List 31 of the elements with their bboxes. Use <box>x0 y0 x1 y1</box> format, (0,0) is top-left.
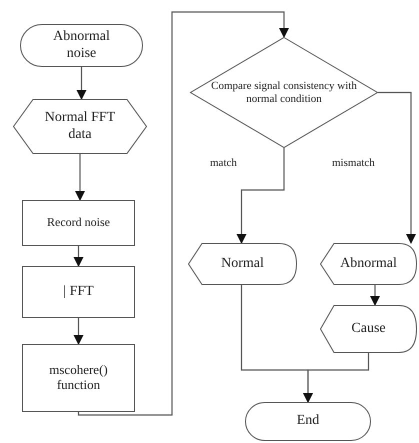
terminal-shape <box>245 402 371 441</box>
process-box <box>22 266 135 318</box>
decision-diamond <box>190 37 378 148</box>
node-label: Record noise <box>47 216 110 230</box>
node-label: Abnormal <box>340 256 397 272</box>
edge-label: mismatch <box>332 157 375 169</box>
arrow <box>236 148 285 244</box>
arrow <box>378 92 416 244</box>
display-shape <box>320 305 417 353</box>
node-label: End <box>296 413 320 430</box>
node-label: Normal FFT data <box>44 110 116 143</box>
arrow <box>370 285 380 306</box>
node-label: Cause <box>351 320 386 338</box>
arrow <box>75 154 85 201</box>
arrow <box>74 318 84 345</box>
terminal-shape <box>20 24 143 67</box>
node-label: Abnormal noise <box>52 29 111 62</box>
arrow <box>74 246 84 267</box>
node-label: mscohere() function <box>48 363 109 393</box>
arrow <box>76 67 86 100</box>
display-shape <box>320 243 417 285</box>
process-box <box>22 344 135 412</box>
display-shape <box>188 243 297 285</box>
arrow <box>78 11 289 416</box>
node-label: | FFT <box>63 284 94 300</box>
process-box <box>22 200 135 246</box>
node-label: Normal <box>221 256 264 272</box>
arrow <box>303 353 370 403</box>
edge-label: match <box>210 157 237 169</box>
preparation-hexagon <box>13 99 147 154</box>
node-label: Compare signal consistency with normal condition <box>210 80 358 106</box>
